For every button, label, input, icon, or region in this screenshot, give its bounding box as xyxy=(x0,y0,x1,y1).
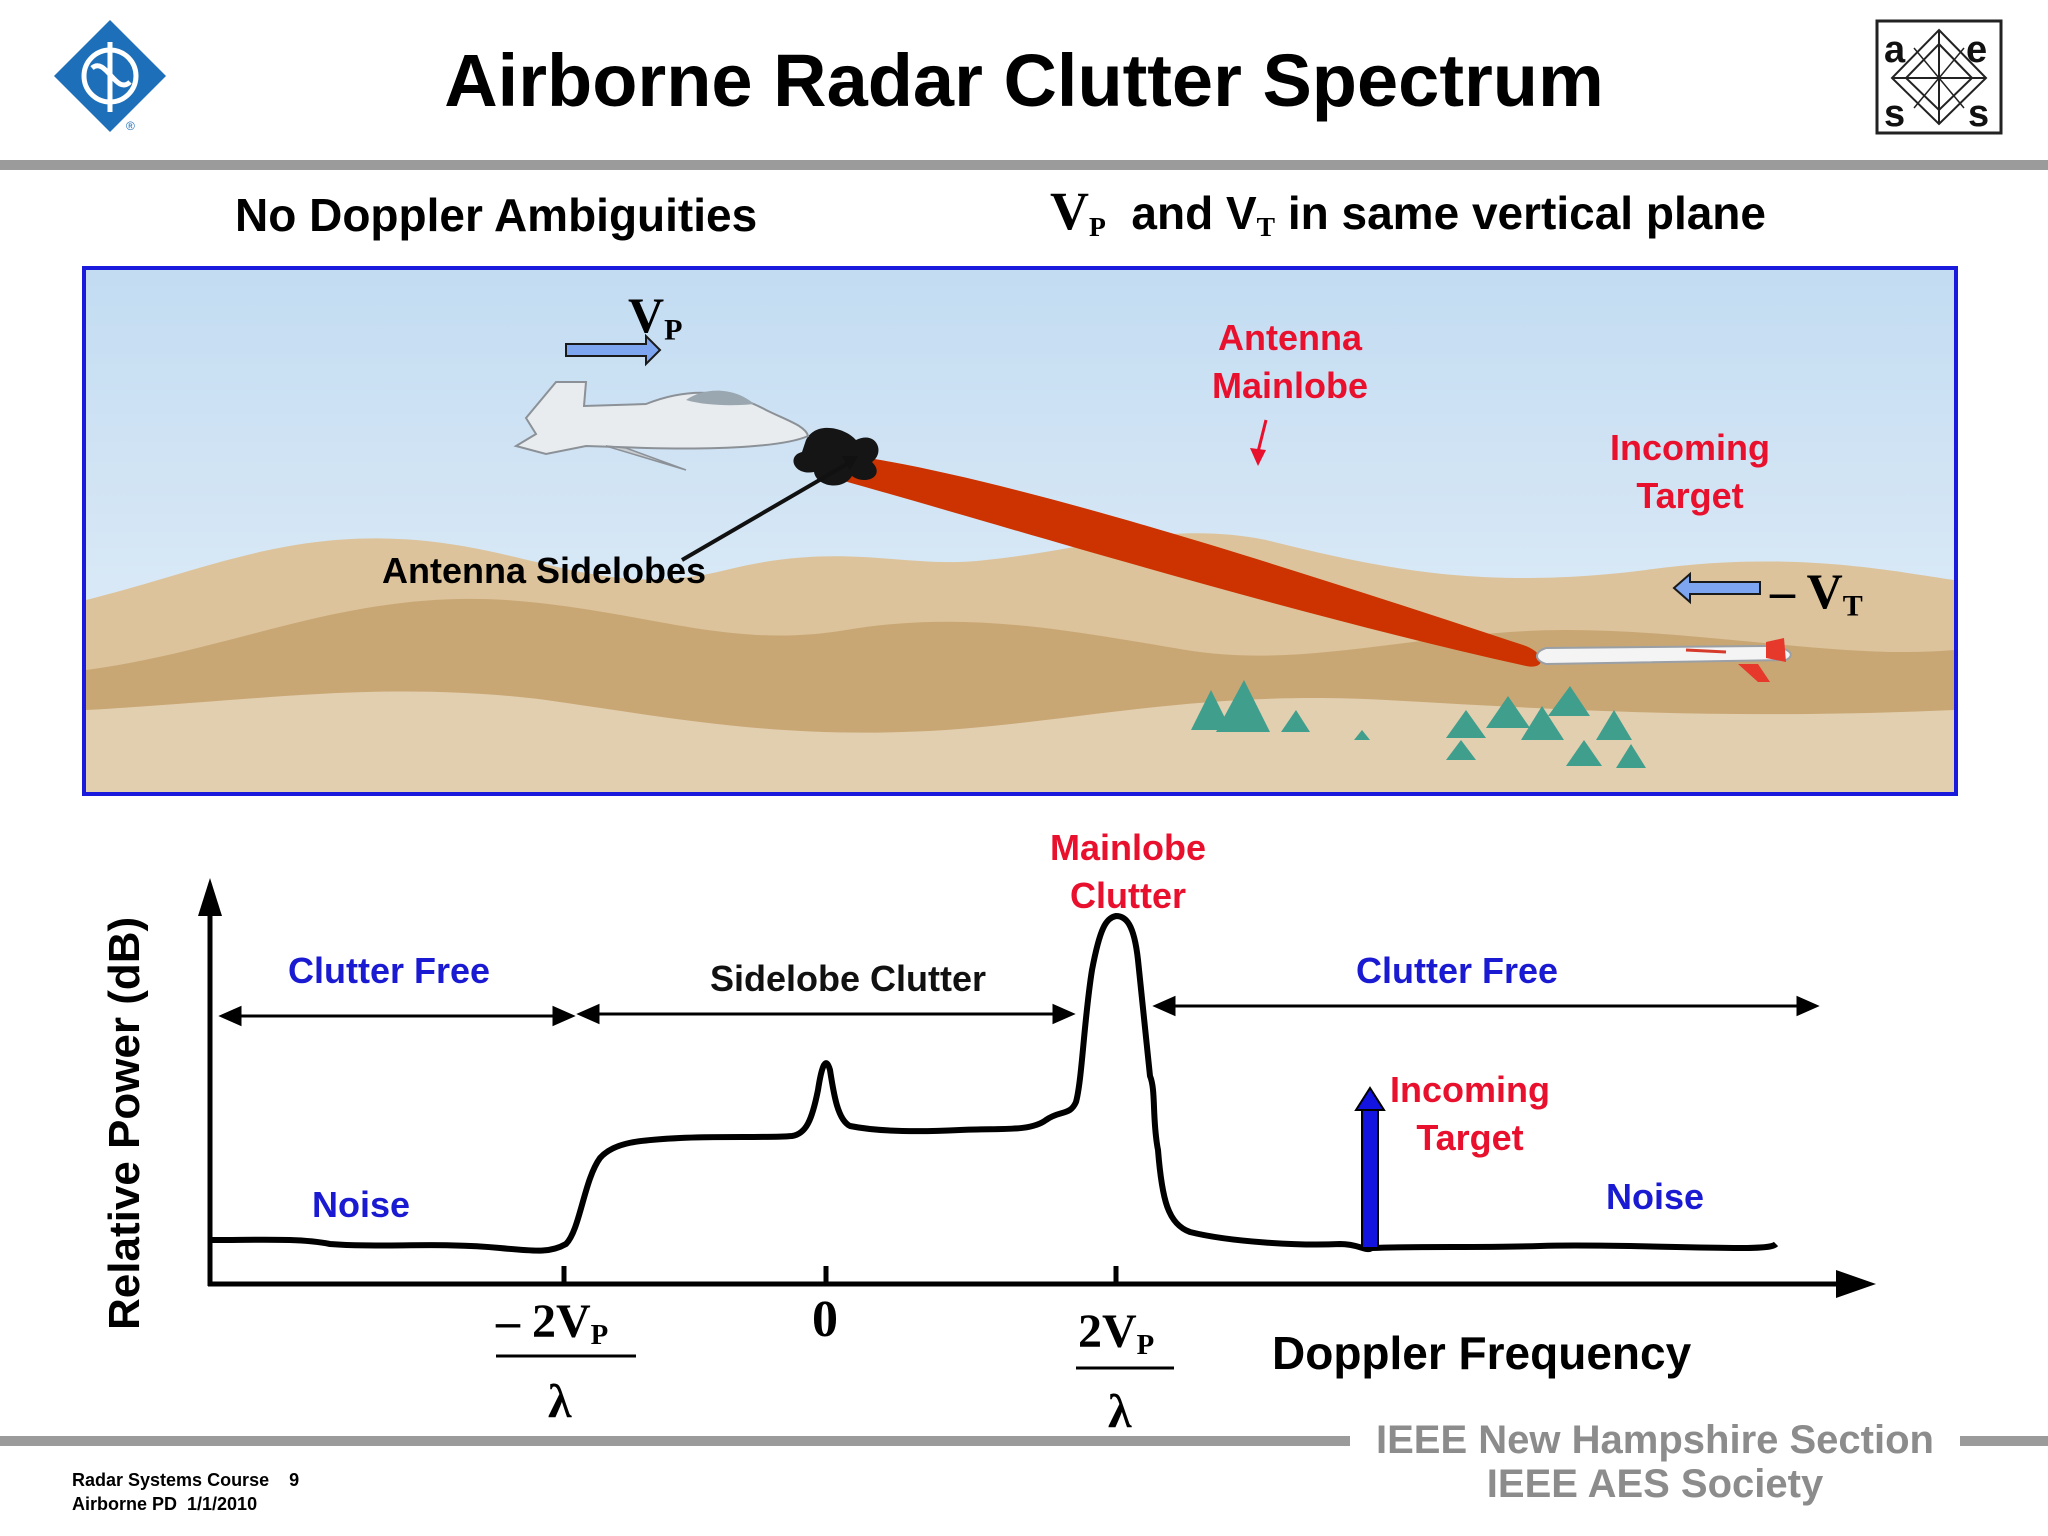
subtitle-right: VP and VT in same vertical plane xyxy=(1050,180,1766,243)
mainlobe-clutter-line2: Clutter xyxy=(1070,875,1186,916)
subtitle-rest: in same vertical plane xyxy=(1287,187,1766,239)
clutter-free-left-label: Clutter Free xyxy=(288,950,491,991)
footer-rule-right xyxy=(1960,1436,2048,1446)
arrow-head-icon xyxy=(218,1005,242,1027)
near-sand xyxy=(86,691,1954,792)
page-title: Airborne Radar Clutter Spectrum xyxy=(444,39,1604,122)
registered-mark: ® xyxy=(126,119,135,133)
scene-target-line2: Target xyxy=(1636,475,1744,516)
y-axis-arrow-icon xyxy=(198,878,222,916)
tick-label-neg-sub: P xyxy=(590,1319,609,1352)
header-divider xyxy=(0,160,2048,170)
arrow-head-icon xyxy=(576,1003,600,1025)
vt-label: – VT xyxy=(1770,562,1863,624)
tick-label-neg-num: – 2V xyxy=(496,1295,591,1348)
footer-course-info: Radar Systems Course 9 Airborne PD 1/1/2… xyxy=(72,1468,299,1516)
vt-label-sub: T xyxy=(1842,589,1863,623)
sidelobes-pointer xyxy=(680,458,856,562)
mainlobe-clutter-line1: Mainlobe xyxy=(1049,827,1206,868)
sidelobes-label: Antenna Sidelobes xyxy=(382,550,707,591)
tick-label-pos-sub: P xyxy=(1136,1329,1155,1362)
y-axis-label: Relative Power (dB) xyxy=(100,916,149,1330)
noise-left-label: Noise xyxy=(312,1184,411,1225)
mainlobe-label: Antenna Mainlobe xyxy=(1150,314,1430,410)
chart-target-label: Incoming Target xyxy=(1340,1066,1600,1162)
mainlobe-beam xyxy=(826,452,1541,667)
tick-label-pos-lambda: λ xyxy=(1108,1385,1132,1438)
doppler-spectrum-chart xyxy=(198,878,1876,1370)
noise-right-label: Noise xyxy=(1606,1176,1705,1217)
chart-target-line1: Incoming xyxy=(1390,1069,1550,1110)
chart-target-line2: Target xyxy=(1416,1117,1524,1158)
arrow-head-icon xyxy=(1152,995,1176,1017)
fighter-jet xyxy=(513,381,810,471)
arrow-head-icon xyxy=(552,1005,576,1027)
sidelobe-clutter-label: Sidelobe Clutter xyxy=(710,958,987,999)
footer-course-line2: Airborne PD 1/1/2010 xyxy=(72,1494,258,1514)
subtitle-vt-sub: T xyxy=(1256,210,1276,242)
tick-label-zero: 0 xyxy=(812,1291,838,1348)
mainlobe-pointer-head xyxy=(1250,448,1266,466)
arrow-head-icon xyxy=(1796,995,1820,1017)
footer-org-line1: IEEE New Hampshire Section xyxy=(1376,1418,1934,1462)
mainlobe-pointer xyxy=(1256,419,1268,453)
footer-course-line1: Radar Systems Course 9 xyxy=(72,1470,300,1490)
arrow-head-icon xyxy=(1052,1003,1076,1025)
x-axis-label: Doppler Frequency xyxy=(1272,1327,1692,1379)
aess-letter-a: a xyxy=(1884,29,1906,71)
subtitle-left: No Doppler Ambiguities xyxy=(235,189,758,241)
sidelobes-blob xyxy=(793,427,879,486)
clutter-free-right-label: Clutter Free xyxy=(1356,950,1559,991)
aess-letter-s2: s xyxy=(1968,93,1989,135)
mainlobe-clutter-label: Mainlobe Clutter xyxy=(1000,824,1256,920)
mainlobe-label-line1: Antenna xyxy=(1218,317,1362,358)
scene-target-label: Incoming Target xyxy=(1560,424,1820,520)
tick-label-neg-lambda: λ xyxy=(548,1375,572,1428)
aess-letter-e: e xyxy=(1966,29,1987,71)
vt-arrow-icon xyxy=(1672,571,1761,605)
footer-org-info: IEEE New Hampshire Section IEEE AES Soci… xyxy=(1330,1418,1980,1506)
footer-rule-left xyxy=(0,1436,1350,1446)
trees xyxy=(1191,680,1646,768)
ieee-logo: ® xyxy=(54,20,166,133)
scene-drawing xyxy=(86,270,1954,792)
incoming-missile xyxy=(1536,638,1792,682)
vp-label: VP xyxy=(628,286,682,348)
subtitle-vp: V xyxy=(1050,181,1089,241)
tick-label-neg: – 2VP xyxy=(496,1294,608,1352)
tick-label-pos: 2VP xyxy=(1078,1304,1154,1362)
mainlobe-label-line2: Mainlobe xyxy=(1211,365,1368,406)
vp-label-sub: P xyxy=(664,313,683,347)
vt-label-text: – V xyxy=(1770,563,1843,619)
target-arrow-head-icon xyxy=(1354,1086,1386,1111)
aess-logo: a e s s xyxy=(1875,19,2003,135)
aess-letter-s1: s xyxy=(1884,93,1905,135)
scene-illustration xyxy=(82,266,1958,796)
footer-org-line2: IEEE AES Society xyxy=(1486,1462,1824,1506)
scene-target-line1: Incoming xyxy=(1610,427,1770,468)
sidelobes-pointer-head xyxy=(842,456,858,470)
tick-label-pos-num: 2V xyxy=(1078,1305,1137,1358)
subtitle-vp-sub: P xyxy=(1089,210,1106,242)
x-axis-arrow-icon xyxy=(1836,1270,1876,1298)
region-arrows xyxy=(218,995,1820,1027)
vp-arrow-icon xyxy=(565,333,662,367)
subtitle-and-vt: and V xyxy=(1131,187,1257,239)
vp-label-text: V xyxy=(628,287,665,343)
